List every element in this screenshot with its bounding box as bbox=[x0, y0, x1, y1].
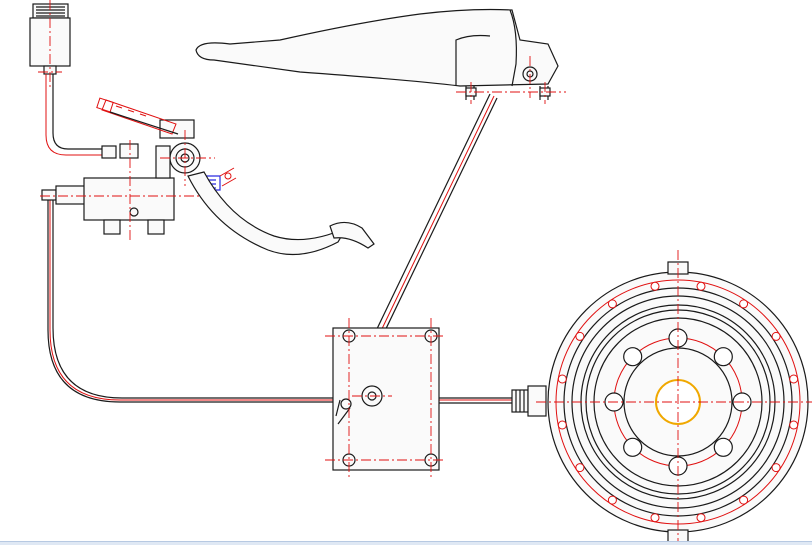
stud-hole bbox=[623, 347, 643, 367]
rim-bolt bbox=[771, 463, 781, 473]
rim-bolt bbox=[789, 374, 799, 384]
hand-brake-lever bbox=[195, 8, 566, 104]
drum-stud-holes bbox=[604, 328, 752, 476]
rim-bolt bbox=[789, 420, 799, 430]
bottom-rule bbox=[0, 541, 812, 545]
brake-pedal bbox=[187, 171, 375, 256]
brake-drum bbox=[511, 250, 812, 545]
rim-bolt bbox=[650, 281, 660, 291]
brake-line bbox=[45, 74, 515, 404]
stud-hole bbox=[713, 437, 733, 457]
rim-bolt bbox=[557, 374, 567, 384]
rim-bolt bbox=[739, 495, 749, 505]
rim-bolt bbox=[739, 299, 749, 309]
stud-hole bbox=[713, 347, 733, 367]
pushrod bbox=[96, 97, 179, 135]
master-cylinder bbox=[40, 97, 237, 240]
rim-bolt bbox=[696, 513, 706, 523]
rim-bolt bbox=[650, 513, 660, 523]
rim-bolt bbox=[607, 299, 617, 309]
rim-bolt bbox=[575, 331, 585, 341]
rim-bolt bbox=[771, 331, 781, 341]
rim-bolt bbox=[696, 281, 706, 291]
reservoir bbox=[29, 0, 71, 90]
stud-hole bbox=[623, 437, 643, 457]
rim-bolt bbox=[607, 495, 617, 505]
drum-rim-bolts bbox=[557, 281, 799, 523]
relay-bracket bbox=[325, 318, 445, 478]
rim-bolt bbox=[575, 463, 585, 473]
rim-bolt bbox=[557, 420, 567, 430]
